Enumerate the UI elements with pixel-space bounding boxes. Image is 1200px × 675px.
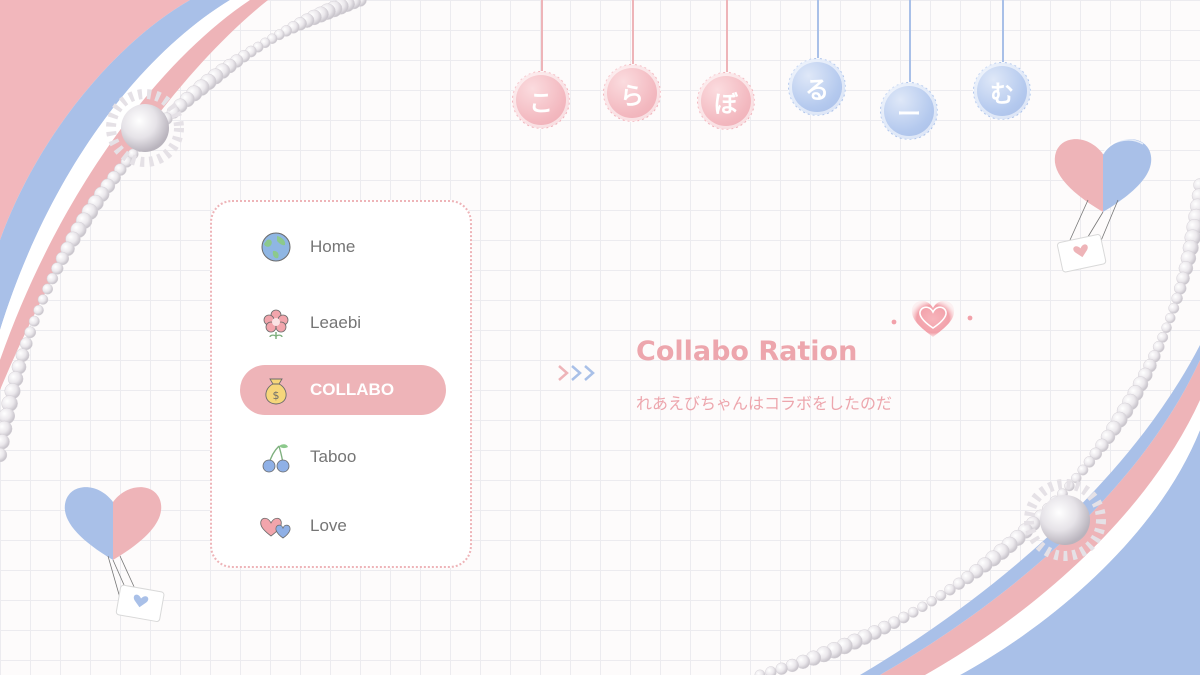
page-subtitle: れあえびちゃんはコラボをしたのだ — [636, 394, 893, 413]
pearl — [51, 262, 64, 275]
bottom-right-blue-band — [960, 430, 1200, 675]
pearl-brooch-top-left — [106, 89, 184, 167]
menu-item-leaebi[interactable]: Leaebi — [240, 298, 446, 348]
pearl — [935, 590, 947, 601]
pearl — [944, 583, 956, 596]
pearl — [1168, 302, 1180, 314]
hearts-icon — [258, 508, 294, 544]
menu-item-label: COLLABO — [310, 380, 395, 399]
chevron-right-icon — [558, 365, 595, 381]
pearl-strand-top-left — [0, 0, 367, 463]
pearl — [1083, 456, 1096, 468]
menu-item-label: Leaebi — [310, 313, 362, 332]
pearl — [926, 596, 938, 607]
pearl — [1157, 331, 1169, 343]
menu-item-label: Taboo — [310, 447, 357, 466]
pearl — [1173, 282, 1187, 295]
page-title: Collabo Ration — [636, 336, 858, 367]
navigation-menu: Home Leaebi $ COLLABO — [210, 200, 472, 568]
top-left-blue-stripe — [0, 0, 230, 330]
menu-item-collabo[interactable]: $ COLLABO — [240, 365, 446, 415]
pearl — [28, 315, 40, 327]
pearl — [1071, 472, 1082, 484]
pearl — [0, 434, 10, 450]
globe-icon — [258, 229, 294, 265]
pearl — [917, 601, 928, 613]
pearl — [33, 304, 44, 316]
svg-text:$: $ — [273, 389, 280, 402]
pearl — [0, 447, 8, 463]
pearl — [19, 337, 33, 351]
pearl — [775, 662, 788, 675]
pearl — [1171, 292, 1183, 305]
menu-item-taboo[interactable]: Taboo — [240, 432, 446, 482]
pearl — [37, 294, 49, 305]
pearl — [46, 272, 59, 285]
money-bag-icon: $ — [258, 372, 294, 408]
pearl — [907, 606, 919, 618]
pearl — [960, 570, 975, 585]
pearl — [24, 326, 37, 339]
pearl-brooch-bottom-right — [1024, 479, 1106, 561]
top-left-pink-band — [0, 0, 190, 240]
pearl — [1193, 178, 1200, 192]
pearl — [1165, 312, 1176, 324]
pearl — [754, 669, 766, 675]
pearl — [765, 666, 777, 675]
menu-item-label: Home — [310, 237, 356, 256]
pearl — [897, 611, 910, 624]
pearl — [55, 251, 70, 266]
menu-item-love[interactable]: Love — [240, 501, 446, 551]
pearl — [42, 283, 54, 295]
pearl — [785, 658, 799, 673]
cherry-icon — [258, 439, 294, 475]
pearl — [952, 577, 966, 590]
pearl — [1161, 322, 1172, 333]
menu-item-label: Love — [310, 516, 347, 535]
pearl — [1089, 447, 1103, 460]
pearl — [1077, 464, 1089, 476]
balloon-bottom-left — [64, 487, 165, 622]
heart-icon — [891, 300, 973, 337]
flower-icon — [258, 305, 294, 341]
balloon-top-right — [1054, 139, 1152, 273]
menu-item-home[interactable]: Home — [240, 222, 446, 272]
